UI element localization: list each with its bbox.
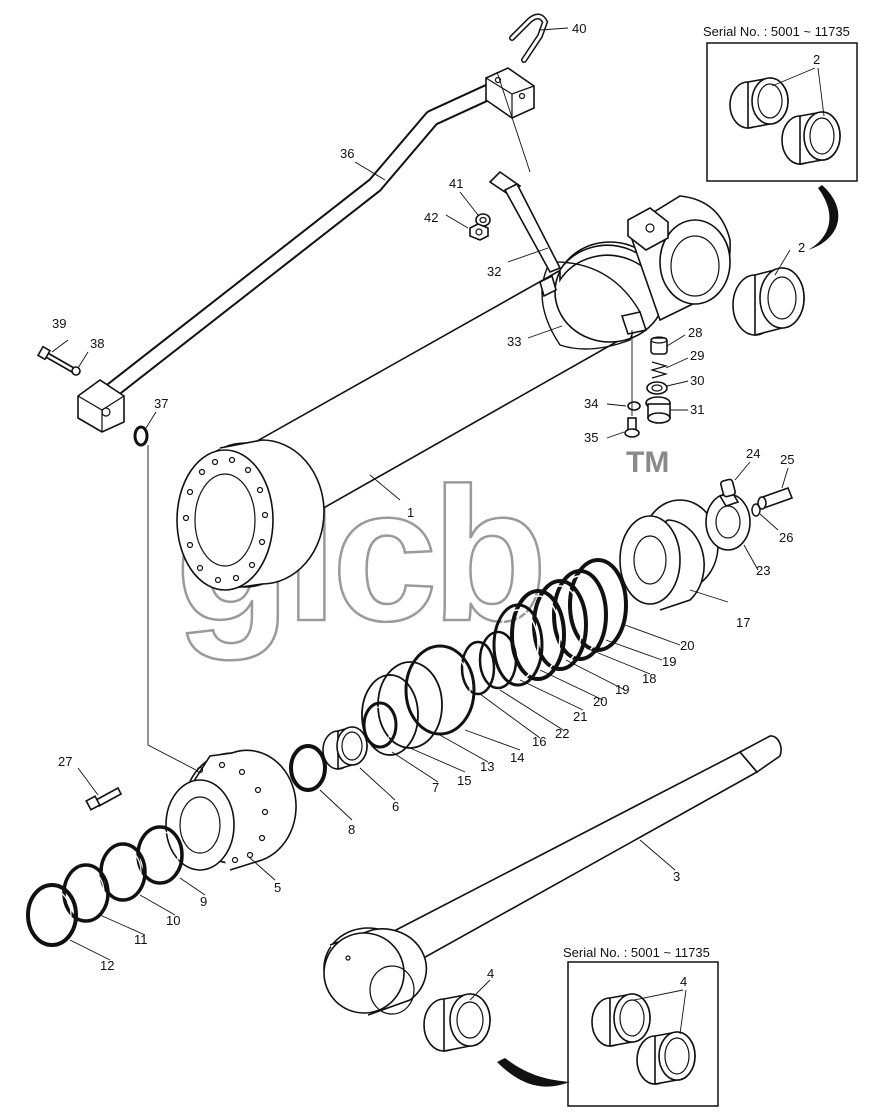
label-32: 32 [487,264,501,279]
label-20b: 20 [593,694,607,709]
label-38: 38 [90,336,104,351]
label-34: 34 [584,396,598,411]
seal-30 [646,381,668,395]
label-33: 33 [507,334,521,349]
clamp-band-33 [539,261,648,350]
watermark-tm: TM [626,446,669,479]
label-29: 29 [690,348,704,363]
pin-25 [757,486,794,510]
label-42: 42 [424,210,438,225]
bushing-4 [423,993,491,1052]
inset-top-serial: Serial No. : 5001 ~ 11735 [703,24,850,39]
label-28: 28 [688,325,702,340]
washer-34 [627,401,641,411]
bolt-39 [36,345,81,376]
label-23: 23 [756,563,770,578]
piston-17 [619,499,719,611]
oring-26 [751,503,761,517]
fitting-31 [645,396,671,424]
rod-seals [26,825,184,947]
label-14: 14 [510,750,524,765]
inset-bottom-bushing-a [591,993,651,1047]
bushing-6 [322,726,368,771]
flange-top [485,67,535,119]
inset-bottom-serial: Serial No. : 5001 ~ 11735 [563,945,710,960]
cylinder-tube-1 [176,241,666,591]
label-11: 11 [134,932,148,947]
nut-23 [705,491,751,551]
pipe-36 [101,81,502,401]
inset-top: Serial No. : 5001 ~ 11735 2 [703,24,858,182]
label-36: 36 [340,146,354,161]
label-39: 39 [52,316,66,331]
label-37: 37 [154,396,168,411]
label-16: 16 [532,734,546,749]
part-labels: 40 36 41 42 32 33 39 38 37 1 2 28 29 30 … [52,21,805,981]
setscrew-24 [720,478,736,498]
label-21: 21 [573,709,587,724]
label-4: 4 [487,966,494,981]
label-13: 13 [480,759,494,774]
label-1: 1 [407,505,414,520]
inset-top-label: 2 [813,52,820,67]
inset-bottom-arrow [497,1058,570,1087]
piston-rod-3 [323,735,782,1016]
seal-rings-piston [460,558,628,696]
label-12: 12 [100,958,114,973]
label-17: 17 [736,615,750,630]
label-30: 30 [690,373,704,388]
label-10: 10 [166,913,180,928]
label-24: 24 [746,446,760,461]
leader-lines [51,27,791,1001]
label-19a: 19 [662,654,676,669]
inset-top-arrow [808,185,839,250]
rod-cover-5 [165,749,297,871]
spring-29 [649,361,669,379]
label-3: 3 [673,869,680,884]
label-15: 15 [457,773,471,788]
label-20a: 20 [680,638,694,653]
inset-bottom-label: 4 [680,974,687,989]
inset-top-bushing-a [729,77,789,129]
label-9: 9 [200,894,207,909]
inset-bottom-bushing-b [636,1031,696,1085]
grease-28 [650,336,668,355]
flange-left [77,379,125,433]
bushing-2 [732,267,805,337]
oring-37 [133,425,149,447]
bracket-32 [488,170,562,274]
label-25: 25 [780,452,794,467]
label-26: 26 [779,530,793,545]
gland-seals [361,644,476,756]
washer-41 [475,213,491,227]
label-31: 31 [690,402,704,417]
label-2: 2 [798,240,805,255]
label-40: 40 [572,21,586,36]
bolt-35 [624,330,640,438]
u-bolt-40 [509,13,549,63]
label-41: 41 [449,176,463,191]
label-35: 35 [584,430,598,445]
label-6: 6 [392,799,399,814]
label-19b: 19 [615,682,629,697]
label-18a: 18 [642,671,656,686]
label-8: 8 [348,822,355,837]
tube-eye-end [627,195,731,322]
inset-top-bushing-b [781,111,841,165]
label-27: 27 [58,754,72,769]
ring-8 [289,744,327,792]
label-5: 5 [274,880,281,895]
inset-bottom: Serial No. : 5001 ~ 11735 4 [563,945,719,1107]
nut-42 [469,223,489,241]
label-22: 22 [555,726,569,741]
label-7: 7 [432,780,439,795]
bolt-27 [85,786,123,811]
